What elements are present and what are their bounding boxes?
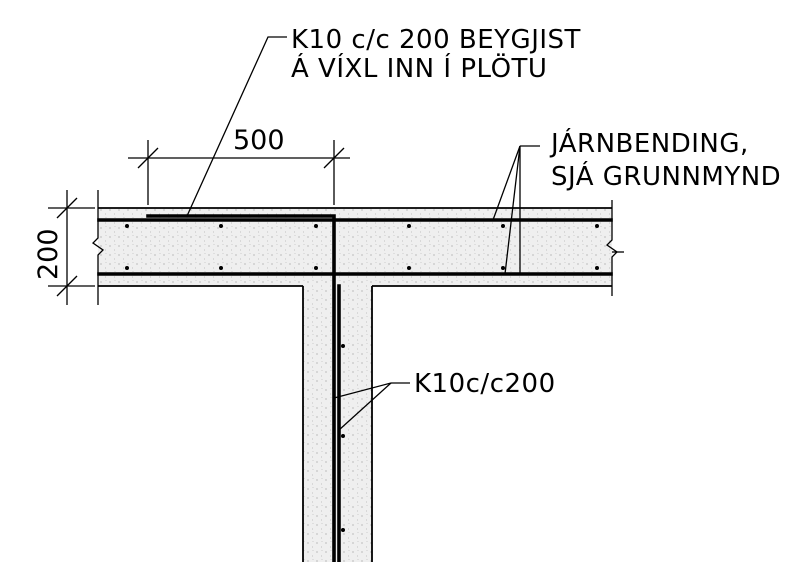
bent-anchor-bar (146, 214, 336, 562)
slab-reinforcement-note-line2: SJÁ GRUNNMYND (551, 160, 781, 192)
bent-bar-note-line2: Á VÍXL INN Í PLÖTU (291, 52, 547, 84)
dimension-200 (48, 190, 95, 305)
dimension-500-label: 500 (233, 125, 285, 156)
slab-distribution-bars (125, 224, 599, 270)
wall-distribution-bars (341, 344, 345, 532)
bent-bar-leader (186, 36, 287, 217)
slab-break-line-right (605, 200, 624, 296)
slab-reinforcement-note-line1: JÁRNBENDING, (549, 127, 749, 159)
dimension-500 (128, 140, 350, 205)
dimension-200-label: 200 (33, 228, 64, 280)
wall-bar-leaders (333, 382, 410, 431)
slab-reinforcement-leaders (492, 145, 540, 275)
bent-bar-note-line1: K10 c/c 200 BEYGJIST (291, 25, 581, 55)
slab-break-line-left (91, 190, 105, 305)
wall-bar-note: K10c/c200 (414, 369, 556, 399)
